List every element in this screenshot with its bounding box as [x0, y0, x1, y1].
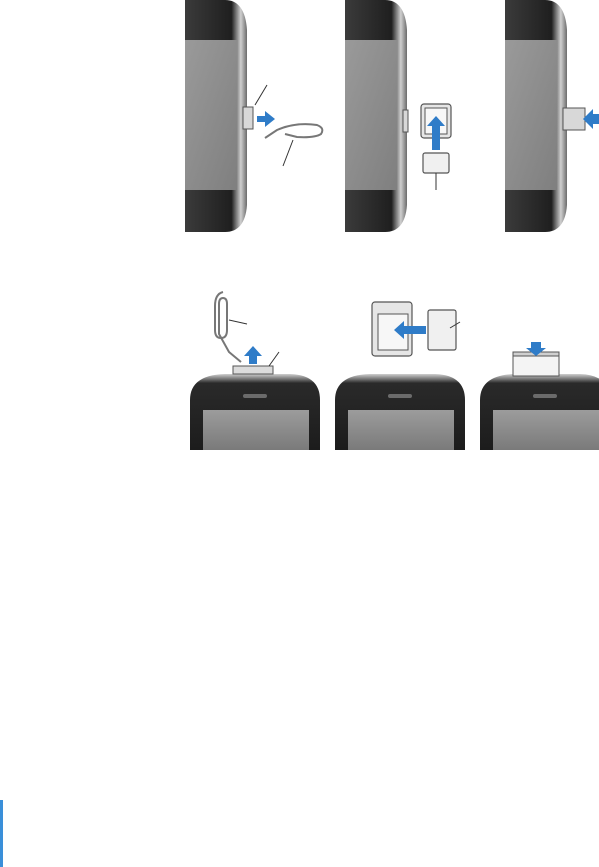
- device-screen: [345, 40, 397, 190]
- eject-arrow: [244, 346, 262, 364]
- earpiece: [533, 394, 557, 398]
- sim-tray-opening: [403, 110, 408, 132]
- device-screen: [203, 410, 309, 450]
- device-screen: [185, 40, 237, 190]
- callout-line-clip: [283, 140, 293, 166]
- device-screen: [348, 410, 454, 450]
- callout-line-tray: [255, 85, 267, 105]
- bottom-step-1-eject: [190, 292, 320, 450]
- bottom-row-diagrams: [185, 290, 599, 450]
- sim-card: [423, 153, 449, 173]
- earpiece: [388, 394, 412, 398]
- top-step-3-reinsert: [505, 0, 599, 232]
- device-screen: [493, 410, 599, 450]
- earpiece: [243, 394, 267, 398]
- sim-tray: [243, 107, 253, 129]
- eject-arrow: [257, 111, 275, 127]
- bottom-step-2-place-sim: [335, 302, 465, 450]
- bottom-step-3-reinsert: [480, 342, 599, 450]
- paperclip: [215, 292, 241, 362]
- callout-line-tray: [269, 352, 279, 366]
- device-screen: [505, 40, 557, 190]
- page-edge-marker: [0, 800, 3, 867]
- paperclip: [265, 124, 322, 138]
- sim-tray: [233, 366, 273, 374]
- sim-card: [428, 310, 456, 350]
- top-step-1-eject: [185, 0, 322, 232]
- sim-tray: [563, 108, 585, 130]
- top-row-diagrams: [185, 0, 599, 235]
- top-step-2-place-sim: [345, 0, 451, 232]
- callout-line-clip: [229, 320, 247, 324]
- sim-tray: [513, 354, 559, 376]
